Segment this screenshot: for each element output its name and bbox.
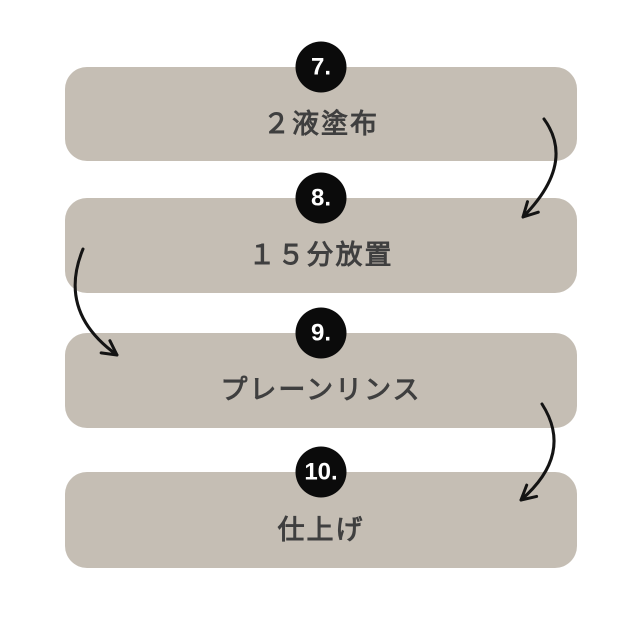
step-title: 仕上げ (277, 514, 365, 545)
step-card-7: 7. ２液塗布 (65, 41, 577, 161)
step-card-10: 10. 仕上げ (65, 446, 577, 568)
step-title: １５分放置 (248, 240, 394, 270)
step-number-badge: 7. (295, 41, 347, 93)
step-number: 9. (310, 319, 331, 346)
step-card-8: 8. １５分放置 (65, 172, 577, 293)
step-number-badge: 8. (295, 172, 347, 224)
step-number-badge: 9. (295, 307, 347, 359)
step-number: 7. (310, 53, 331, 80)
step-title: ２液塗布 (263, 108, 379, 139)
step-title: プレーンリンス (220, 375, 422, 405)
step-card-9: 9. プレーンリンス (65, 307, 577, 428)
step-number-badge: 10. (295, 446, 347, 498)
step-number: 10. (304, 458, 338, 485)
step-number: 8. (310, 184, 331, 211)
